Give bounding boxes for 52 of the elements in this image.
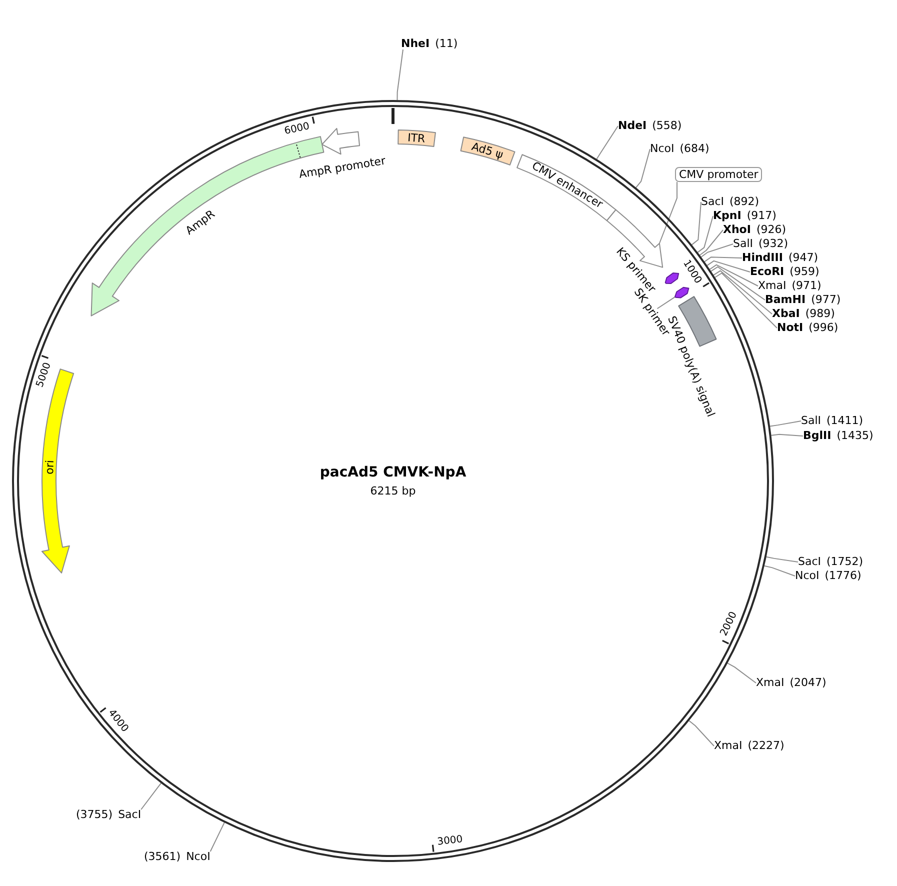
restriction-site-label: NheI (11) [401,36,458,50]
restriction-site-label: HindIII (947) [742,250,818,264]
restriction-site-label: SacI (1752) [798,554,864,568]
leader-line [699,230,724,256]
plasmid-name: pacAd5 CMVK-NpA [320,466,466,480]
feature-block: Ad5 ψ [459,135,517,167]
leader-line [656,296,676,310]
leader-line [635,148,650,188]
restriction-site-label: KpnI (917) [713,208,776,222]
leader-line [770,420,802,427]
restriction-site-label: BglII (1435) [803,428,874,442]
leader-line [697,216,714,253]
feature-block: ITR [396,128,437,148]
restriction-site-label: NcoI (1776) [795,568,862,582]
restriction-site-label: EcoRI (959) [750,264,820,278]
scale-label: 3000 [436,834,464,850]
leader-line [691,202,702,246]
leader-line [706,260,750,272]
leader-line [764,565,796,576]
restriction-site-label: SacI (892) [701,194,760,208]
restriction-site-label: NcoI (684) [650,142,710,154]
restriction-site-label: XmaI (2047) [756,676,826,688]
restriction-site-label: BamHI (977) [765,292,841,306]
lozenge-icon [673,285,691,300]
restriction-site-label: SalI (932) [733,236,788,250]
plasmid-size: 6215 bp [370,484,416,498]
scale-label: 2000 [717,610,740,638]
restriction-site-label: (3561) NcoI [144,850,210,862]
leader-line [140,782,162,810]
leader-line [396,49,404,101]
restriction-site-label: XhoI (926) [723,222,786,236]
restriction-site-label: XmaI (971) [758,278,822,292]
leader-line [713,270,772,314]
restriction-site-label: (3755) SacI [76,808,142,820]
leader-line [700,244,734,258]
restriction-site-label: XbaI (989) [772,306,835,320]
leader-line [710,266,766,300]
leader-line [596,126,618,160]
leader-line [210,822,225,852]
leader-line [714,272,778,328]
restriction-site-label: XmaI (2227) [714,738,784,752]
restriction-site-label: NotI (996) [777,320,838,334]
scale-label: 6000 [283,120,311,138]
leader-line [727,662,756,684]
leader-line [766,556,798,562]
leader-line [658,182,678,244]
restriction-site-label: NdeI (558) [618,118,682,132]
leader-line [688,720,714,746]
leader-line [770,434,804,436]
leader-line [709,264,758,286]
leader-line [704,256,742,262]
restriction-site-label: SalI (1411) [801,414,864,426]
